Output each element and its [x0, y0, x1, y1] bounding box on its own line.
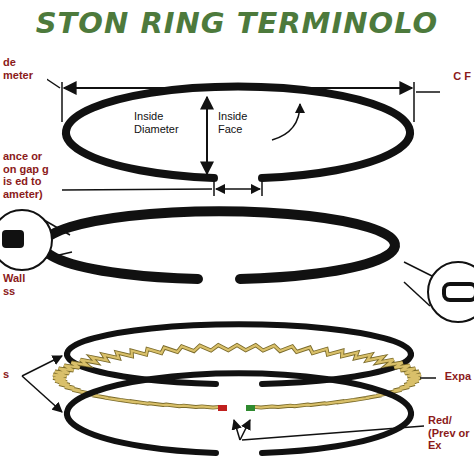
part-label: Expa: [438, 370, 471, 383]
callout-circle: [0, 210, 52, 270]
extension-line: [213, 180, 215, 196]
top-ring: [66, 86, 410, 178]
lower-rail: [67, 373, 411, 453]
part-label: de meter: [3, 56, 47, 81]
ring-section: [2, 230, 24, 248]
callout-line: [404, 262, 432, 276]
middle-ring: [43, 211, 395, 279]
leader-line: [62, 189, 212, 190]
leader-line: [240, 420, 250, 440]
callout-line: [46, 252, 72, 258]
callout-line: [404, 282, 430, 306]
leader-line: [272, 104, 300, 140]
leader-line: [22, 376, 62, 412]
part-label: Red/ (Prev or Ex: [428, 414, 471, 452]
leader-line: [420, 377, 436, 379]
leader-line: [22, 356, 62, 376]
part-label: Inside Diameter: [134, 110, 200, 135]
leader-line: [242, 426, 424, 440]
extension-line: [413, 82, 415, 122]
red-tip: [218, 405, 227, 411]
callout-line: [44, 220, 70, 235]
part-label: Wall ss: [3, 272, 39, 297]
extension-line: [61, 82, 63, 122]
part-label: Inside Face: [218, 110, 268, 135]
extension-line: [261, 180, 263, 196]
leader-line: [234, 420, 240, 440]
dimension-line: [206, 97, 208, 174]
part-label: ance or on gap g is ed to ameter): [3, 150, 55, 201]
title: STON RING TERMINOLO: [0, 6, 474, 40]
green-tip: [246, 405, 255, 411]
ring-gap-section: [444, 284, 474, 300]
leader-line: [416, 91, 440, 93]
part-label: C F: [446, 70, 471, 83]
dimension-line: [216, 188, 260, 190]
part-label: s: [3, 368, 19, 381]
dimension-line: [64, 87, 412, 89]
callout-circle: [428, 262, 474, 322]
